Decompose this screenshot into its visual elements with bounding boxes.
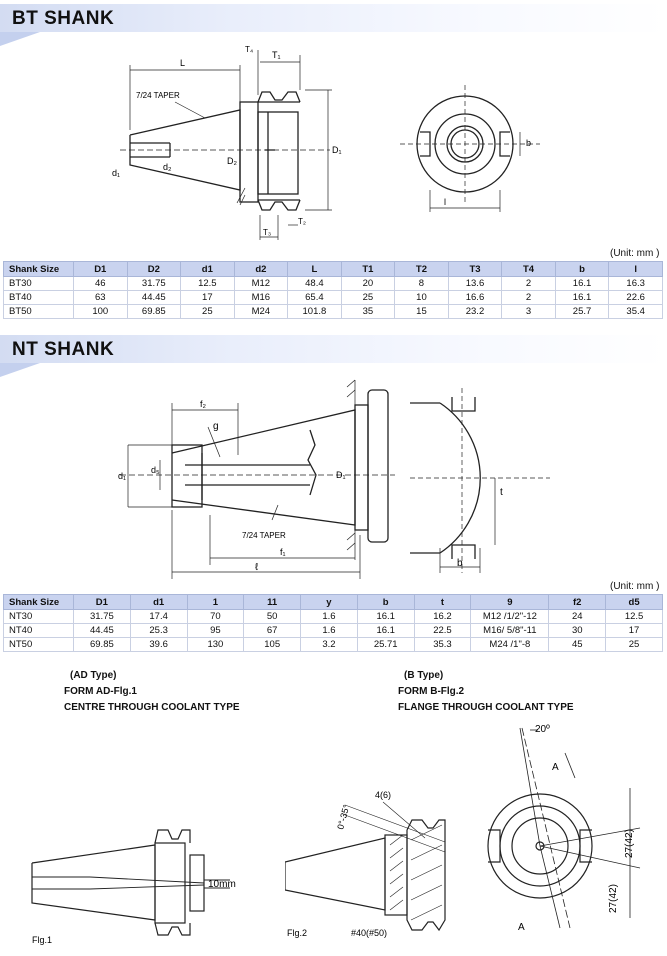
- svg-text:b: b: [457, 558, 463, 569]
- bt-spec-table: Shank Size D1 D2 d1 d2 L T1 T2 T3 T4 b l…: [3, 261, 663, 319]
- svg-text:T₁: T₁: [272, 50, 281, 60]
- svg-text:T₃: T₃: [263, 228, 271, 237]
- svg-text:A: A: [518, 922, 525, 933]
- svg-text:10mm: 10mm: [208, 879, 236, 890]
- ad-form-label: FORM AD-Flg.1: [64, 686, 137, 697]
- svg-text:D₁: D₁: [332, 145, 342, 155]
- svg-text:d₅: d₅: [151, 465, 160, 475]
- svg-text:7/24 TAPER: 7/24 TAPER: [136, 91, 180, 100]
- nt-unit-label: (Unit: mm ): [610, 581, 660, 592]
- table-header-row: Shank Size D1 D2 d1 d2 L T1 T2 T3 T4 b l: [3, 261, 663, 277]
- svg-text:d₁: d₁: [118, 471, 126, 481]
- svg-text:d₂: d₂: [163, 162, 172, 172]
- svg-text:L: L: [180, 58, 185, 68]
- ad-desc-label: CENTRE THROUGH COOLANT TYPE: [64, 702, 240, 713]
- svg-text:t: t: [500, 487, 503, 498]
- svg-text:27(42): 27(42): [608, 884, 619, 913]
- b-form-label: FORM B-Flg.2: [398, 686, 465, 697]
- table-header-row: Shank Size D1 d1 1 11 y b t 9 f2 d5: [3, 594, 663, 610]
- b-fig2-drawing: 0°-35° 4(6) Flg.2 #40(#50): [285, 790, 446, 938]
- svg-text:27(42): 27(42): [624, 829, 635, 858]
- bt-side-drawing: L T₄ T₁ 7/24 TAPER d₁ d₂ D₂ D₁ T₃ T₂: [112, 45, 342, 240]
- svg-text:7/24 TAPER: 7/24 TAPER: [242, 531, 286, 540]
- svg-text:D₂: D₂: [227, 156, 237, 166]
- svg-text:#40(#50): #40(#50): [351, 928, 387, 938]
- bt-unit-label: (Unit: mm ): [610, 248, 660, 259]
- svg-text:g: g: [213, 421, 219, 432]
- svg-text:Flg.1: Flg.1: [32, 935, 52, 945]
- bt-section-header: BT SHANK: [0, 4, 667, 46]
- ad-fig1-drawing: 10mm Flg.1: [31, 829, 236, 945]
- svg-text:20º: 20º: [535, 724, 550, 735]
- nt-end-drawing: t b: [410, 388, 550, 573]
- nt-title: NT SHANK: [12, 339, 115, 360]
- svg-text:4(6): 4(6): [375, 790, 391, 800]
- svg-text:f₁: f₁: [280, 547, 286, 557]
- svg-text:A: A: [552, 762, 559, 773]
- b-end-view-drawing: 20º A A 27(42) 27(42): [487, 724, 641, 933]
- svg-text:T₂: T₂: [298, 217, 306, 226]
- svg-text:T₄: T₄: [245, 45, 253, 54]
- svg-text:D₁: D₁: [336, 470, 346, 480]
- svg-text:0°-35°: 0°-35°: [335, 803, 351, 830]
- svg-text:b: b: [526, 138, 531, 148]
- svg-text:ℓ: ℓ: [255, 562, 259, 573]
- b-desc-label: FLANGE THROUGH COOLANT TYPE: [398, 702, 574, 713]
- bt-title: BT SHANK: [12, 8, 115, 29]
- bt-end-drawing: l b: [400, 85, 540, 212]
- svg-text:f₂: f₂: [200, 399, 207, 409]
- svg-text:l: l: [444, 197, 446, 207]
- b-type-label: (B Type): [404, 670, 444, 681]
- ad-type-label: (AD Type): [70, 670, 117, 681]
- nt-spec-table: Shank Size D1 d1 1 11 y b t 9 f2 d5 NT30…: [3, 594, 663, 652]
- svg-text:Flg.2: Flg.2: [287, 928, 307, 938]
- nt-side-drawing: f₂ g d₁ d₅ D₁ 7/24 TAPER f₁ ℓ: [118, 379, 395, 579]
- nt-section-header: NT SHANK: [0, 335, 667, 377]
- svg-text:d₁: d₁: [112, 168, 120, 178]
